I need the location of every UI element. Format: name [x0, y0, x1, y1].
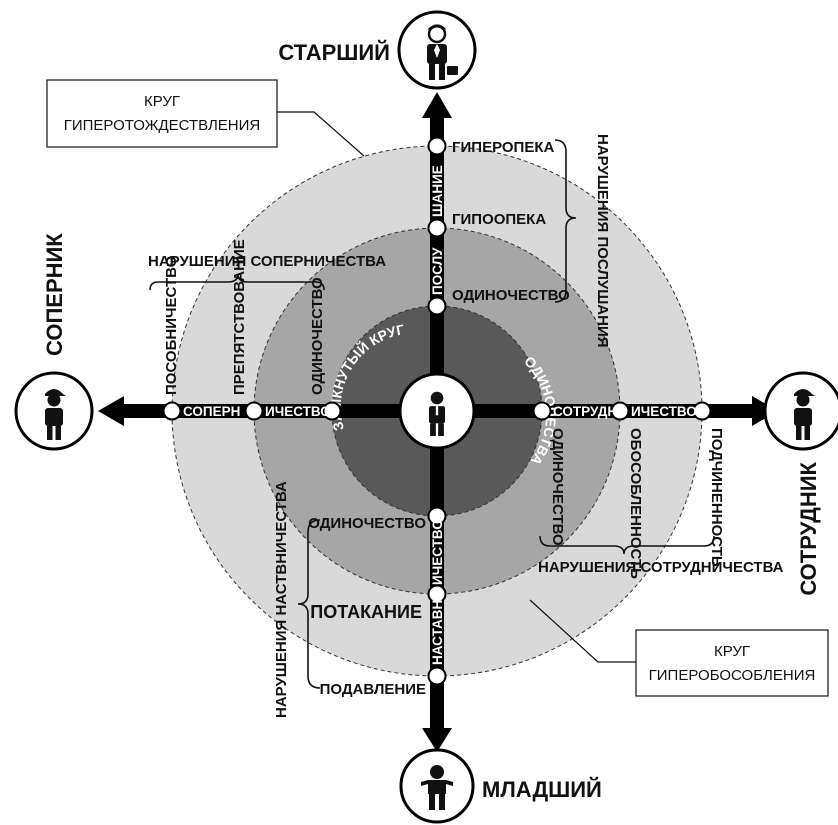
bracket-right [539, 535, 715, 555]
node-top-outer [427, 136, 447, 156]
node-right-inner [532, 401, 552, 421]
node-bottom-inner [427, 506, 447, 526]
person-cap-icon [45, 389, 66, 440]
label-left-outer: ПОСОБНИЧЕСТВО [163, 255, 180, 395]
role-bottom-label: МЛАДШИЙ [482, 777, 602, 802]
callout-hyperidentity-leader [277, 111, 365, 157]
businessman-icon [427, 24, 458, 80]
node-bottom-outer [427, 666, 447, 686]
node-right-middle [610, 401, 630, 421]
callout-hyperidentity-line1: КРУГ [144, 93, 180, 110]
label-right-middle: ОБОСОБЛЕННОСТЬ [627, 428, 644, 579]
node-bottom-middle [427, 584, 447, 604]
bracket-left [149, 273, 325, 291]
label-right-outer: ПОДЧИНЕННОСТЬ [708, 428, 725, 567]
axis-bottom-1: НАСТАВН [430, 600, 445, 665]
node-top-middle [427, 218, 447, 238]
label-left-middle: ПРЕПЯТСТВОВАНИЕ [231, 239, 248, 395]
axis-right-1: СОТРУДН [553, 404, 617, 419]
callout-hyperidentity-line2: ГИПЕРОТОЖДЕСТВЛЕНИЯ [64, 117, 261, 134]
axis-nodes [162, 136, 712, 686]
group-top: НАРУШЕНИЯ ПОСЛУШАНИЯ [594, 134, 611, 348]
group-left: НАРУШЕНИЯ СОПЕРНИЧЕСТВА [148, 253, 386, 270]
label-bottom-outer: ПОДАВЛЕНИЕ [320, 681, 426, 698]
axis-top-1: ПОСЛУ [430, 247, 445, 295]
arrow-up [422, 92, 452, 118]
label-top-inner: ОДИНОЧЕСТВО [452, 287, 570, 304]
callout-hyperisolation-box [635, 629, 829, 697]
child-icon [421, 765, 453, 810]
axis-top-2: ШАНИЕ [430, 165, 445, 217]
label-top-outer: ГИПЕРОПЕКА [452, 139, 554, 156]
node-left-outer [162, 401, 182, 421]
callout-hyperisolation-line2: ГИПЕРОБОСОБЛЕНИЯ [649, 667, 816, 684]
node-left-middle [244, 401, 264, 421]
label-top-middle: ГИПООПЕКА [452, 211, 546, 228]
person-icon [794, 389, 815, 440]
role-top-label: СТАРШИЙ [278, 40, 390, 65]
arrow-down [422, 728, 452, 752]
node-top-inner [427, 296, 447, 316]
callout-hyperidentity-box [46, 79, 278, 148]
axis-left-2: ИЧЕСТВО [265, 404, 331, 419]
callout-hyperisolation-line1: КРУГ [714, 643, 750, 660]
group-bottom: НАРУШЕНИЯ НАСТВНИЧЕСТВА [273, 481, 290, 718]
node-left-inner [322, 401, 342, 421]
role-left-label: СОПЕРНИК [42, 233, 67, 356]
label-bottom-middle: ПОТАКАНИЕ [310, 602, 422, 622]
label-bottom-inner: ОДИНОЧЕСТВО [308, 515, 426, 532]
label-left-inner: ОДИНОЧЕСТВО [309, 277, 326, 395]
axis-bottom-2: ИЧЕСТВО [430, 519, 445, 585]
node-right-outer [692, 401, 712, 421]
bracket-bottom [297, 519, 321, 689]
group-right: НАРУШЕНИЯ СОТРУДНИЧЕСТВА [538, 559, 784, 576]
label-right-inner: ОДИНОЧЕСТВО [549, 428, 566, 546]
axis-left-1: СОПЕРН [183, 404, 240, 419]
bracket-top [554, 139, 577, 303]
axis-right-2: ИЧЕСТВО [631, 404, 697, 419]
arrow-left [98, 396, 124, 426]
role-right-label: СОТРУДНИК [796, 461, 821, 595]
callout-hyperisolation-leader [529, 599, 636, 663]
